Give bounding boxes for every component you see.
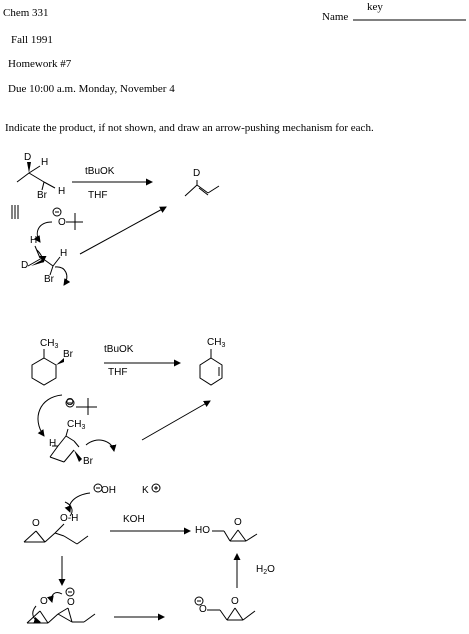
name-label: Name xyxy=(322,11,349,23)
p2-br-mech: Br xyxy=(83,456,93,467)
p3-ring-o-mech: O xyxy=(40,596,48,607)
p1-product-d: D xyxy=(193,168,201,179)
p1-mech-h1: H xyxy=(30,235,38,246)
p1-bond-shift-arrow xyxy=(36,249,47,263)
p2-solvent: THF xyxy=(108,367,128,378)
p3-mech-epoxide xyxy=(26,607,96,624)
p1-base-attack-arrow xyxy=(33,221,53,243)
p1-mech-d: D xyxy=(21,260,29,271)
p2-base-attack-arrow xyxy=(37,394,63,437)
p3-alkoxide-o: O xyxy=(67,597,75,608)
p3-hydroxide: OH xyxy=(101,485,116,496)
p1-mechanism-structure xyxy=(27,245,61,276)
p2-cyclohexane-ring xyxy=(31,349,64,386)
p2-chair-structure xyxy=(49,428,82,463)
p3-reagent: KOH xyxy=(123,514,145,525)
p2-tert-butoxide xyxy=(65,398,97,415)
p3-alkoxide-epoxide xyxy=(194,596,256,621)
p3-alkoxide-left: O xyxy=(199,604,207,615)
p1-mech-h2: H xyxy=(60,248,68,259)
p1-base-o: O xyxy=(58,217,66,228)
p3-water: H2O xyxy=(256,564,275,577)
p3-mech-alkoxide-charge xyxy=(65,587,75,597)
p1-tert-butoxide xyxy=(52,207,83,230)
p3-product-epoxide xyxy=(212,529,258,542)
p2-product-ring xyxy=(199,349,223,386)
p2-reagent: tBuOK xyxy=(104,344,134,355)
p3-oh-bond-arrow xyxy=(64,501,73,517)
p3-start-epoxide xyxy=(23,523,89,545)
p1-to-product-arrow xyxy=(79,206,167,255)
p1-substrate-structure xyxy=(16,162,56,191)
p1-solvent: THF xyxy=(88,190,108,201)
p2-leaving-group-arrow xyxy=(85,439,117,452)
p3-potassium-charge xyxy=(151,483,161,493)
p2-ch3-start: CH3 xyxy=(40,338,59,351)
p2-to-product-arrow xyxy=(141,400,211,441)
p1-mech-br: Br xyxy=(44,274,54,285)
p3-deprotonation-arrow xyxy=(64,492,91,513)
p1-leaving-group-arrow xyxy=(54,266,71,286)
p3-ring-attack-arrow xyxy=(46,592,63,603)
p3-ring-o-start: O xyxy=(32,518,40,529)
p3-product-ring-o: O xyxy=(234,517,242,528)
p2-ch3-product: CH3 xyxy=(207,337,226,350)
homework-label: Homework #7 xyxy=(8,58,72,70)
p3-potassium: K xyxy=(142,485,149,496)
p2-br-start: Br xyxy=(63,349,73,360)
course-title: Chem 331 xyxy=(3,7,49,19)
p1-equivalence-mark xyxy=(11,205,19,219)
p1-d-label: D xyxy=(24,152,32,163)
p1-reagent: tBuOK xyxy=(85,166,115,177)
p3-alkoxide-ring-o: O xyxy=(231,596,239,607)
instructions-text: Indicate the product, if not shown, and … xyxy=(5,122,374,134)
p1-product-structure xyxy=(184,180,220,197)
term-label: Fall 1991 xyxy=(11,34,53,46)
p3-product-ho: HO xyxy=(195,525,210,536)
p2-ch3-mech: CH3 xyxy=(67,419,86,432)
p2-h-mech: H xyxy=(49,438,57,449)
key-label: key xyxy=(367,1,383,13)
p3-epoxide-open-arrow xyxy=(32,605,41,624)
p3-hydroxide-charge xyxy=(93,483,103,493)
p3-oh-start: O-H xyxy=(60,513,79,524)
p1-h-label: H xyxy=(41,157,49,168)
due-date-label: Due 10:00 a.m. Monday, November 4 xyxy=(8,83,175,95)
p1-h-right-label: H xyxy=(58,186,66,197)
p1-br-label: Br xyxy=(37,190,47,201)
